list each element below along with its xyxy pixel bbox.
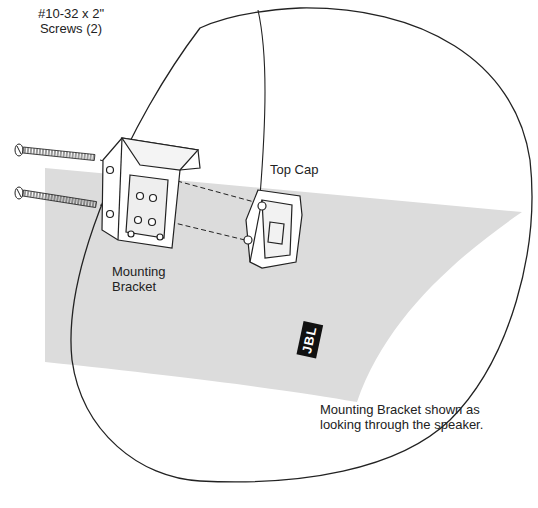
note-text: Mounting Bracket shown as looking throug…	[320, 402, 488, 432]
screw	[15, 144, 95, 161]
part-label: Mounting Bracket	[112, 264, 184, 294]
top-cap	[244, 190, 302, 268]
part-label: #10-32 x 2" Screws (2)	[26, 6, 116, 36]
grille-seam	[258, 10, 265, 196]
screw	[15, 187, 97, 208]
speaker-body	[71, 8, 532, 482]
part-label: Top Cap	[270, 162, 340, 177]
mounting-bracket	[102, 138, 200, 248]
